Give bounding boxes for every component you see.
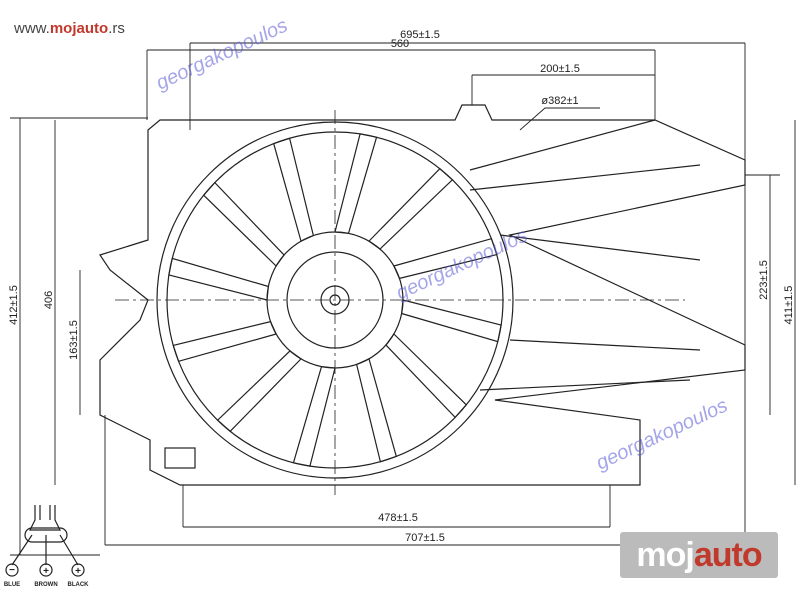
dim-fan-diameter: ø382±1 <box>541 95 578 107</box>
pin-symbol: − <box>9 565 15 576</box>
spoke <box>202 181 285 267</box>
website-url: www.mojauto.rs <box>14 20 125 37</box>
pin-label-black: BLACK <box>68 582 90 588</box>
motor-connector <box>164 447 196 469</box>
pin-label-brown: BROWN <box>34 582 57 588</box>
dim-bottom-total: 707±1.5 <box>405 532 445 544</box>
pin-label-blue: BLUE <box>4 582 20 588</box>
dim-overall-width: 695±1.5 <box>400 29 440 41</box>
dim-frame-height: 406 <box>43 291 55 309</box>
spoke <box>172 320 277 363</box>
dim-overall-height: 412±1.5 <box>8 285 20 325</box>
spoke <box>355 358 398 463</box>
watermark: georgakopoulos <box>153 14 291 94</box>
spoke <box>272 137 315 242</box>
dim-bottom-mount-span: 478±1.5 <box>378 512 418 524</box>
watermark: georgakopoulos <box>393 224 531 304</box>
pin-symbol: + <box>75 566 81 577</box>
dim-frame-width: 560 <box>391 38 409 50</box>
pin-symbol: + <box>43 566 49 577</box>
dim-left-mount-height: 163±1.5 <box>68 320 80 360</box>
spoke <box>385 333 468 419</box>
watermark: georgakopoulos <box>593 394 731 474</box>
spoke <box>393 237 498 280</box>
shroud-frame <box>99 104 746 486</box>
dim-bracket-offset: 200±1.5 <box>540 63 580 75</box>
spoke <box>168 257 270 301</box>
spoke <box>334 133 378 235</box>
dim-right-height: 411±1.5 <box>783 286 795 325</box>
fan-spokes <box>168 133 502 467</box>
dim-right-mount-height: 223±1.5 <box>758 260 770 300</box>
spoke <box>400 299 502 343</box>
spoke <box>292 365 336 467</box>
spoke <box>368 167 454 250</box>
connector-diagram <box>5 505 85 577</box>
spoke <box>216 350 302 433</box>
